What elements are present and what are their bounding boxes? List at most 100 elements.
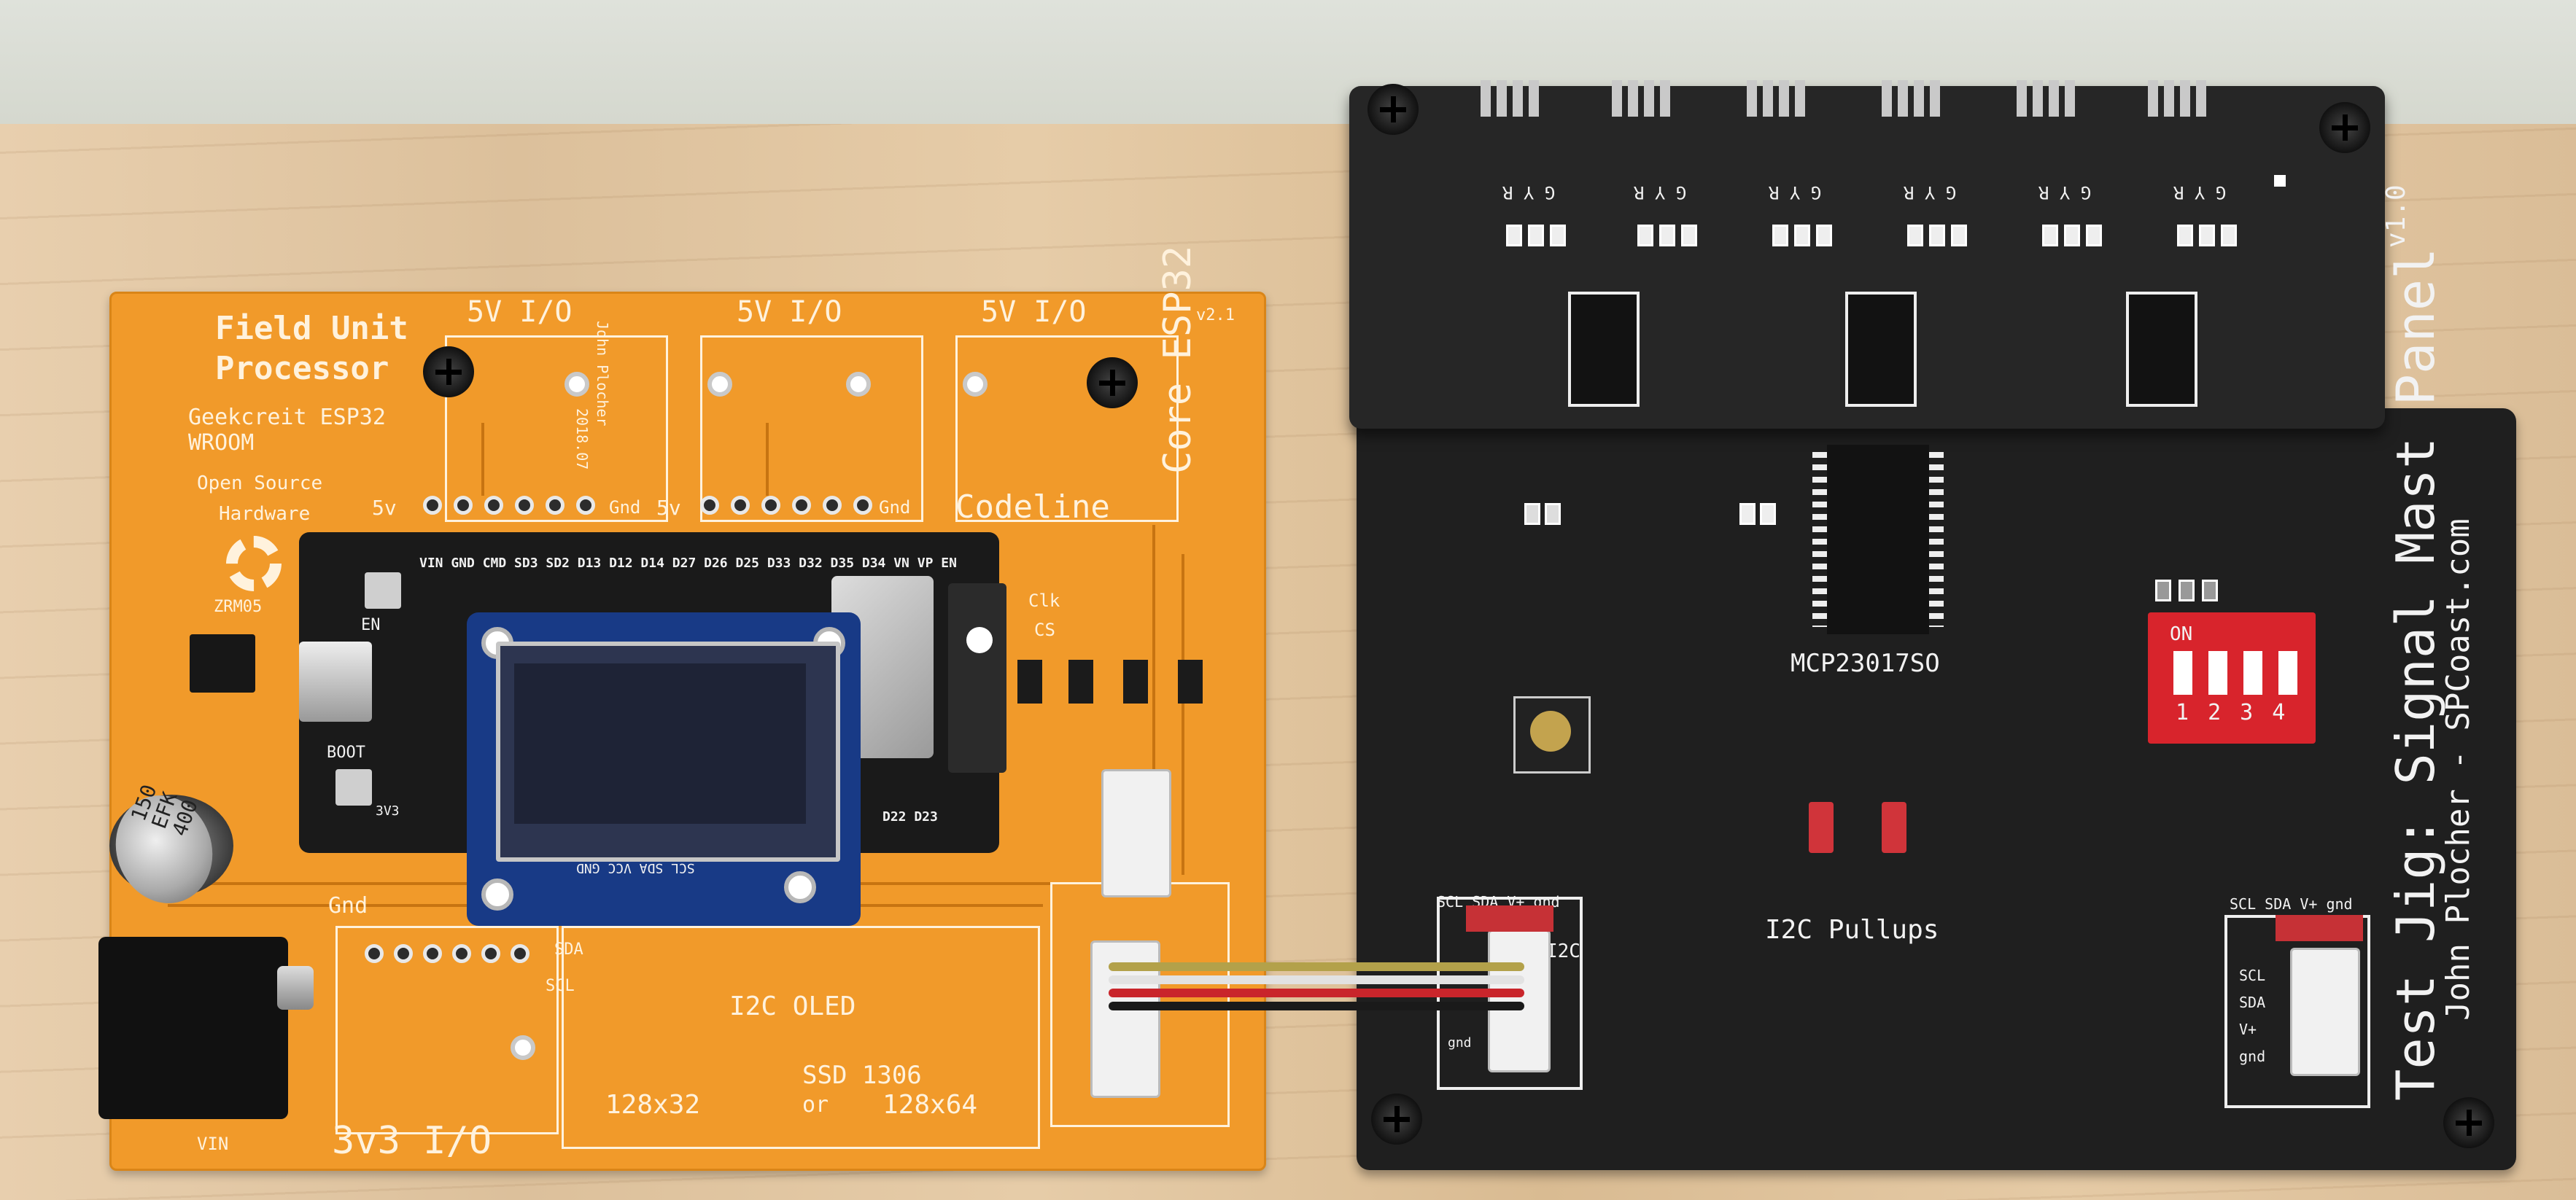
i2c-pullups-label: I2C Pullups [1765, 915, 1939, 945]
header-5v-left: 5v [372, 496, 397, 520]
i2c-left-label: I2C [1546, 940, 1580, 962]
board-version: v2.1 [1196, 306, 1235, 324]
io-label-bottom: 3v3 I/O [332, 1119, 492, 1163]
screw-icon [1367, 84, 1419, 135]
tactile-button-cap[interactable] [1530, 711, 1571, 752]
mounting-hole [707, 372, 732, 397]
mounting-hole [565, 372, 589, 397]
clk-label: Clk [1028, 591, 1060, 611]
i2c-left-gnd-label: gnd [1448, 1035, 1472, 1051]
en-button[interactable] [365, 572, 401, 609]
led-pads [2177, 225, 2237, 246]
esp-pin-labels-bottom: D22 D23 [882, 809, 938, 825]
header-gnd-left: Gnd [609, 497, 641, 518]
signal-board-title: Test Jig: Signal Mast Panel [2385, 247, 2446, 1101]
gyr-label: G Y R [1904, 182, 1957, 203]
header-pad [481, 944, 500, 963]
conn-pin-label: gnd [2239, 1048, 2266, 1065]
dip-number: 2 [2208, 700, 2222, 725]
chip-pins-right [1929, 452, 1944, 627]
scl-label: SCL [546, 977, 575, 995]
dip-number: 4 [2272, 700, 2286, 725]
cs-label: CS [1034, 620, 1055, 640]
cable-wire-yellow [1109, 962, 1524, 971]
dip-lever[interactable] [2208, 651, 2227, 695]
dip-number: 1 [2176, 700, 2189, 725]
esp-pin-labels-top: VIN GND CMD SD3 SD2 D13 D12 D14 D27 D26 … [419, 556, 957, 571]
size-128x32: 128x32 [605, 1090, 701, 1120]
io-box-1 [445, 335, 668, 522]
oled-screen [514, 663, 806, 824]
header-pad [365, 944, 384, 963]
mounting-hole [846, 372, 871, 397]
open-source-line1: Open Source [197, 472, 323, 494]
dip-on-label: ON [2170, 623, 2193, 645]
io-box-2 [700, 335, 923, 522]
ssd-label: SSD 1306 [802, 1061, 922, 1090]
board-model-line1: Geekcreit ESP32 [188, 405, 386, 430]
oled-label: I2C OLED [729, 991, 856, 1021]
esp32-antenna [948, 583, 1006, 773]
screw-icon [2443, 1097, 2494, 1148]
pullup-jumper[interactable] [1809, 802, 1834, 853]
io-box-bottom [335, 926, 559, 1134]
dc-barrel-jack[interactable] [98, 937, 288, 1119]
dip-number: 3 [2240, 700, 2254, 725]
smd-leds [1524, 503, 1561, 525]
header-pad [853, 496, 872, 515]
header-pad [423, 944, 442, 963]
gyr-label: G Y R [1769, 182, 1822, 203]
gyr-label: G Y R [1502, 182, 1556, 203]
driver-ic [1845, 292, 1917, 407]
header-pad [484, 496, 503, 515]
board-side-title: Core ESP32 [1156, 245, 1200, 474]
esp32-mount-hole [966, 627, 993, 653]
header-pad [423, 496, 442, 515]
boot-button[interactable] [335, 769, 372, 806]
header-pads-left [423, 496, 595, 515]
oled-footprint-box [562, 926, 1040, 1149]
i2c-left-jst-connector[interactable] [1488, 930, 1551, 1072]
led-pads [1907, 225, 1967, 246]
header-pad [546, 496, 565, 515]
gyr-label: G Y R [2173, 182, 2227, 203]
conn-pin-labels: SCL SDA V+ gnd [2239, 962, 2265, 1070]
voltage-regulator [190, 634, 255, 693]
header-pins-group [1882, 80, 1940, 117]
header-pins-group [1747, 80, 1805, 117]
header-pad [761, 496, 780, 515]
io-label-3: 5V I/O [981, 295, 1087, 329]
dip-switch-levers [2173, 651, 2297, 695]
pullup-jumper[interactable] [1882, 802, 1906, 853]
board-model-line2: WROOM [188, 430, 255, 456]
screw-icon [1087, 357, 1138, 408]
smd-transistor [1123, 660, 1148, 704]
open-source-hardware-gear-icon [226, 536, 282, 591]
conn-pin-label: SDA [2239, 994, 2266, 1011]
i2c-right-header [2276, 915, 2363, 941]
vin-jst-connector[interactable] [1101, 769, 1171, 897]
i2c-header-right-label: SCL SDA V+ gnd [2230, 895, 2353, 913]
i2c-left-header [1466, 905, 1553, 932]
dip-lever[interactable] [2243, 651, 2262, 695]
screw-icon [2319, 102, 2370, 153]
silk-marker [2274, 175, 2286, 187]
dip-lever[interactable] [2173, 651, 2192, 695]
header-pad [731, 496, 750, 515]
chip-pins-left [1812, 452, 1827, 627]
cable-wire-red [1109, 989, 1524, 997]
gyr-label: G Y R [1634, 182, 1687, 203]
dip-lever[interactable] [2278, 651, 2297, 695]
i2c-ribbon-cable[interactable] [1109, 962, 1524, 1028]
dip-numbers: 1 2 3 4 [2176, 700, 2285, 725]
zrm-label: ZRM05 [214, 598, 263, 616]
sda-label: SDA [554, 940, 583, 959]
i2c-right-jst-connector[interactable] [2290, 948, 2360, 1076]
mounting-hole [511, 1035, 535, 1060]
bottom-io-pads [365, 944, 529, 963]
esp-3v3-label: 3V3 [376, 803, 400, 819]
header-pins-group [1481, 80, 1539, 117]
micro-usb-port[interactable] [299, 642, 372, 722]
led-pads [1772, 225, 1832, 246]
signal-board-version: v1.0 [2381, 184, 2411, 248]
